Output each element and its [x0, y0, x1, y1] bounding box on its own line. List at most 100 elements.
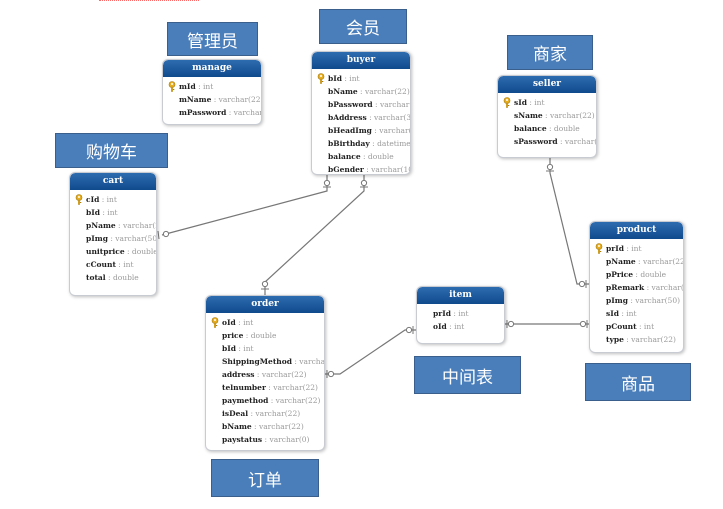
field-name: pPrice	[606, 270, 634, 279]
label-manage: 管理员	[167, 22, 258, 56]
field-type: varchar(22)	[233, 108, 261, 117]
field-row: pImg : varchar(50)	[70, 232, 156, 245]
field-separator: :	[195, 82, 203, 91]
field-separator: :	[360, 152, 368, 161]
field-name: bId	[328, 74, 342, 83]
field-row: balance : double	[312, 150, 410, 163]
primary-key-icon	[503, 97, 511, 108]
field-type: varchar(22)	[122, 221, 156, 230]
field-type: int	[534, 98, 545, 107]
field-name: pRemark	[606, 283, 645, 292]
field-type: varchar(22)	[273, 383, 318, 392]
field-type: int	[454, 322, 465, 331]
field-separator: :	[542, 111, 550, 120]
field-row: bHeadImg : varchar(30)	[312, 124, 410, 137]
field-type: int	[631, 244, 642, 253]
field-separator: :	[124, 247, 132, 256]
field-name: sId	[514, 98, 527, 107]
field-separator: :	[235, 318, 244, 327]
field-name: bId	[86, 208, 100, 217]
table-header: order	[206, 296, 324, 313]
field-row: mId : int	[163, 80, 261, 93]
field-name: mPassword	[179, 108, 227, 117]
field-type: int	[626, 309, 637, 318]
table-header: product	[590, 222, 683, 239]
field-separator: :	[107, 234, 116, 243]
field-type: varchar(22)	[364, 87, 410, 96]
field-type: varchar(50)	[635, 296, 681, 305]
primary-key-icon	[211, 317, 219, 328]
field-name: bGender	[328, 165, 364, 174]
field-row: bBirthday : datetime	[312, 137, 410, 150]
field-type: int	[203, 82, 214, 91]
link-end-circle	[507, 320, 515, 328]
field-row: pName : varchar(22)	[590, 255, 683, 268]
field-row: bId : int	[206, 342, 324, 355]
field-name: mName	[179, 95, 212, 104]
field-row: pRemark : varchar(50)	[590, 281, 683, 294]
link-end-bar	[157, 230, 160, 240]
field-name: address	[222, 370, 255, 379]
link-buyer-cart	[161, 175, 328, 236]
field-separator: :	[623, 335, 632, 344]
field-separator: :	[372, 100, 380, 109]
field-separator: :	[105, 273, 113, 282]
field-row: mName : varchar(22)	[163, 93, 261, 106]
field-name: telnumber	[222, 383, 266, 392]
field-separator: :	[254, 370, 262, 379]
field-name: oId	[222, 318, 236, 327]
field-separator: :	[623, 244, 632, 253]
field-row: pName : varchar(22)	[70, 219, 156, 232]
label-cart: 购物车	[55, 133, 168, 168]
field-separator: :	[366, 113, 375, 122]
field-row: prId : int	[590, 242, 683, 255]
field-type: varchar(50)	[651, 283, 684, 292]
field-name: paymethod	[222, 396, 269, 405]
field-separator: :	[248, 409, 256, 418]
field-name: pName	[606, 257, 636, 266]
field-separator: :	[251, 422, 259, 431]
field-row: cCount : int	[70, 258, 156, 271]
field-type: varchar(22)	[258, 422, 304, 431]
label-product: 商品	[585, 363, 691, 401]
field-name: pImg	[606, 296, 628, 305]
field-separator: :	[262, 435, 270, 444]
field-type: double	[553, 124, 580, 133]
label-order: 订单	[211, 459, 319, 497]
field-type: varchar(22)	[275, 396, 321, 405]
field-name: pImg	[86, 234, 108, 243]
field-row: bPassword : varchar(22)	[312, 98, 410, 111]
field-name: type	[606, 335, 624, 344]
field-type: varchar(50)	[115, 234, 157, 243]
table-header: buyer	[312, 52, 410, 69]
field-name: sName	[514, 111, 543, 120]
field-row: isDeal : varchar(22)	[206, 407, 324, 420]
field-name: isDeal	[222, 409, 249, 418]
field-separator: :	[618, 309, 627, 318]
field-row: bName : varchar(22)	[312, 85, 410, 98]
link-end-circle	[579, 320, 587, 328]
field-row: pImg : varchar(50)	[590, 294, 683, 307]
field-separator: :	[342, 74, 350, 83]
field-row: cId : int	[70, 193, 156, 206]
field-row: address : varchar(22)	[206, 368, 324, 381]
field-row: oId : int	[417, 320, 504, 333]
field-type: int	[106, 195, 117, 204]
field-type: double	[131, 247, 157, 256]
link-end-circle	[327, 370, 335, 378]
field-separator: :	[243, 331, 251, 340]
field-row: type : varchar(22)	[590, 333, 683, 346]
field-separator: :	[115, 260, 124, 269]
